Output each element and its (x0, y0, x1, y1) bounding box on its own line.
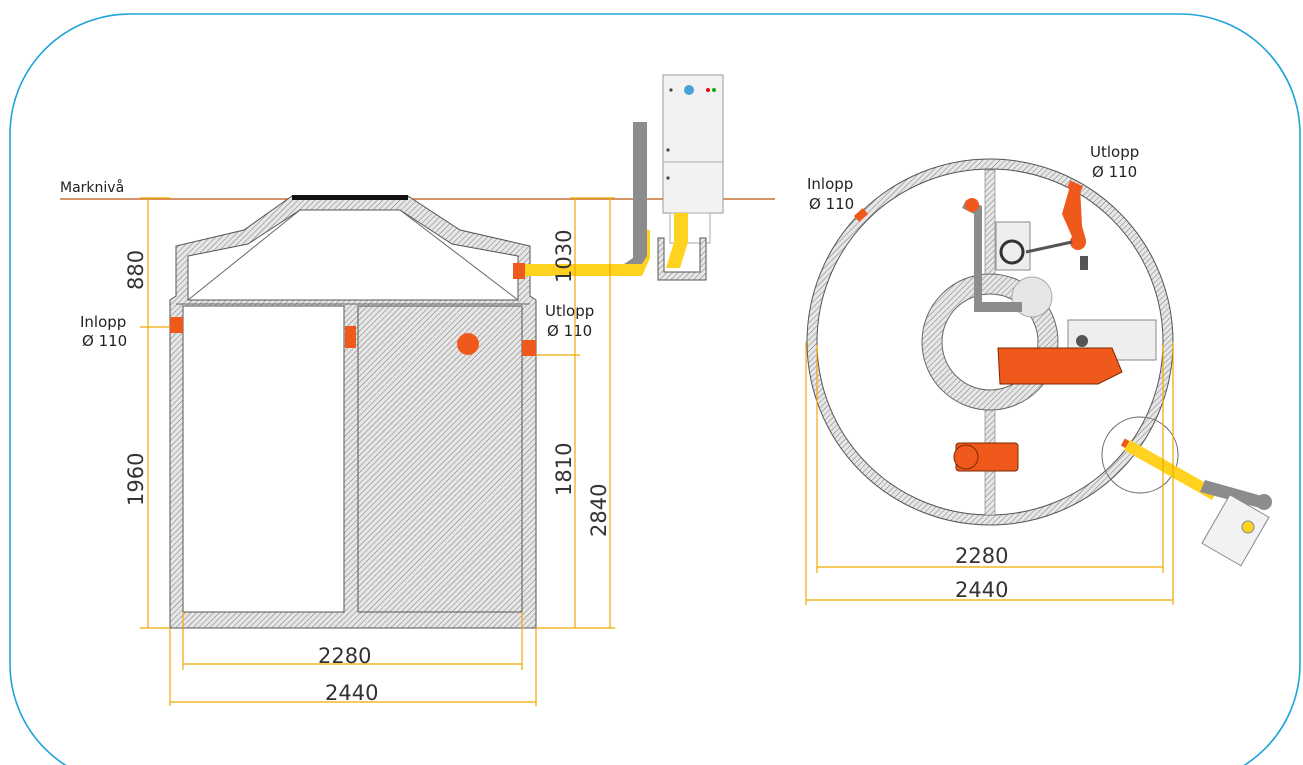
dim-depth-to-inlet: 1030 (552, 230, 576, 283)
side-view: Inlopp Ø 110 Utlopp Ø 110 880 1960 1030 … (80, 74, 724, 706)
dim-top-outer-width: 2440 (955, 578, 1008, 602)
dim-total-height: 2840 (587, 484, 611, 537)
dim-outlet-height: 1810 (552, 443, 576, 496)
cabinet-knob-3-icon (666, 176, 670, 180)
outlet-right-size: Ø 110 (1092, 163, 1137, 181)
ground-level-label: Marknivå (60, 179, 124, 196)
dim-inner-width: 2280 (318, 644, 371, 668)
outlet-plug (1080, 256, 1088, 270)
dome-diag-left (187, 209, 301, 301)
partition-fitting (345, 326, 356, 348)
inlet-elbow (965, 198, 979, 212)
inlet-left-size: Ø 110 (82, 332, 127, 350)
cabinet-base (657, 237, 707, 281)
pump-unit (997, 347, 1123, 385)
indicator-light-red-icon (706, 88, 710, 92)
control-box-light-icon (1241, 520, 1255, 534)
inlet-left-fitting (170, 317, 183, 333)
filter-cap (953, 444, 979, 470)
inlet-left-label: Inlopp (80, 313, 126, 331)
fan-icon (1076, 335, 1088, 347)
orange-outlet-pipe (1062, 186, 1086, 246)
yellow-outgoing-pipe (1124, 440, 1218, 500)
chamber-right (357, 305, 523, 613)
tank-dome-interior (187, 209, 519, 301)
outlet-valve (1070, 234, 1086, 250)
outlet-right-label: Utlopp (1090, 143, 1139, 161)
tank-lid (292, 195, 408, 200)
outlet-left-size: Ø 110 (547, 322, 592, 340)
outlet-circle (1101, 416, 1179, 494)
hose (1025, 240, 1073, 254)
grey-pipe-cap (1256, 494, 1272, 510)
upper-outlet-fitting (513, 263, 525, 279)
outlet-right-fitting (1066, 180, 1084, 194)
top-view: Inlopp Ø 110 Utlopp Ø 110 2280 2440 (805, 143, 1272, 605)
grey-vent-pipe (624, 122, 647, 264)
dim-outer-width: 2440 (325, 681, 378, 705)
cabinet-knob-2-icon (666, 148, 670, 152)
chamber-left (182, 305, 345, 613)
dimension-lines-top (805, 342, 1174, 605)
frame-border (9, 13, 1301, 765)
grey-outgoing-pipe (1200, 480, 1262, 508)
indicator-light-green-icon (712, 88, 716, 92)
grey-inlet-pipe (962, 200, 1022, 312)
dim-top-height: 880 (124, 250, 148, 290)
dome-diag-right (399, 209, 519, 301)
dim-top-inner-width: 2280 (955, 544, 1008, 568)
outlet-left-label: Utlopp (545, 302, 594, 320)
outlet-left-fitting (522, 340, 536, 356)
pump-port (457, 333, 479, 355)
cabinet-logo-icon (684, 85, 694, 95)
inlet-right-label: Inlopp (807, 175, 853, 193)
pump-wheel-icon (999, 239, 1025, 265)
inlet-right-fitting (853, 208, 869, 222)
dimension-lines-side (140, 197, 615, 706)
yellow-outlet-pipe (525, 230, 650, 276)
cabinet-knob-icon (669, 88, 673, 92)
inlet-right-size: Ø 110 (809, 195, 854, 213)
control-unit-cabinet (662, 74, 724, 214)
control-box-top (1201, 494, 1270, 567)
yellow-riser-pipe (666, 213, 688, 268)
dim-inner-height: 1960 (124, 453, 148, 506)
